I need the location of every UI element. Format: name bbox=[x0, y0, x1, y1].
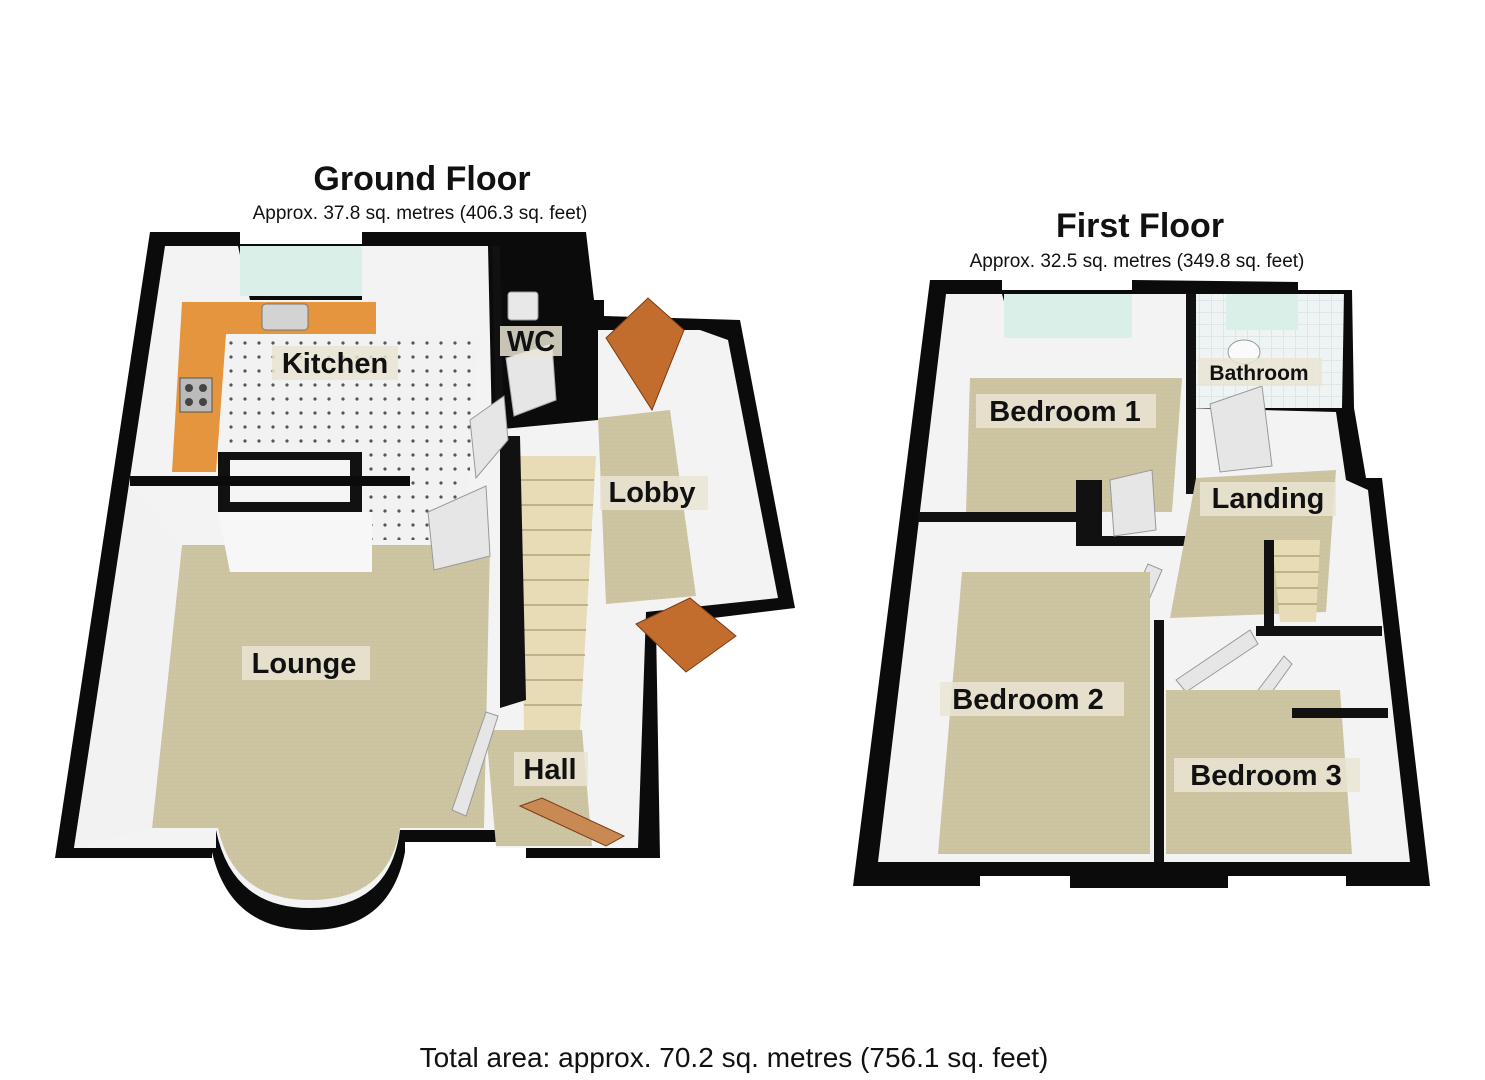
bedroom1-window bbox=[1004, 294, 1132, 338]
room-label-kitchen: Kitchen bbox=[282, 348, 388, 380]
hob-ring-icon bbox=[199, 384, 207, 392]
bathroom-label-bg bbox=[1198, 358, 1322, 386]
room-label-bedroom1: Bedroom 1 bbox=[989, 396, 1140, 428]
kitchen-lounge-wall bbox=[130, 476, 410, 486]
wc-wall bbox=[492, 246, 504, 430]
kitchen-sink bbox=[261, 303, 309, 331]
hall-label-bg bbox=[514, 752, 588, 786]
bathroom-window bbox=[1226, 294, 1298, 330]
lobby-side-door bbox=[635, 597, 737, 673]
bedroom3-label-bg bbox=[1174, 758, 1360, 792]
room-label-bathroom: Bathroom bbox=[1209, 362, 1308, 385]
room-label-bedroom2: Bedroom 2 bbox=[952, 684, 1103, 716]
stairs-ground bbox=[520, 456, 596, 730]
bedroom1-door bbox=[1109, 469, 1157, 537]
stair-wall bbox=[500, 436, 526, 708]
lounge-chimney-face bbox=[218, 512, 372, 572]
room-label-hall: Hall bbox=[523, 754, 576, 786]
bedroom2-label-bg bbox=[940, 682, 1124, 716]
room-label-lobby: Lobby bbox=[609, 477, 696, 509]
ground-floor-area: Approx. 37.8 sq. metres (406.3 sq. feet) bbox=[253, 203, 588, 224]
kitchen-label-bg bbox=[272, 346, 398, 380]
ground-floor-plan bbox=[55, 232, 795, 930]
hall-front-door bbox=[518, 797, 626, 847]
first-floor-title: First Floor bbox=[1056, 207, 1224, 245]
hob-ring-icon bbox=[199, 398, 207, 406]
kitchen-door bbox=[427, 485, 491, 571]
bathroom-door bbox=[1209, 385, 1273, 473]
stair-treads-first bbox=[1273, 555, 1320, 605]
first-floor-plan bbox=[853, 280, 1430, 888]
room-label-landing: Landing bbox=[1212, 483, 1325, 515]
stair-treads bbox=[520, 479, 594, 706]
bedroom3-cupboard-wall-2 bbox=[1256, 626, 1382, 636]
first-floor-area: Approx. 32.5 sq. metres (349.8 sq. feet) bbox=[970, 251, 1305, 272]
hob-ring-icon bbox=[185, 398, 193, 406]
ground-floor-title: Ground Floor bbox=[313, 160, 530, 198]
kitchen-window bbox=[240, 246, 362, 296]
room-label-lounge: Lounge bbox=[252, 648, 357, 680]
bedroom-divider-wall bbox=[918, 512, 1078, 522]
stairs-first bbox=[1272, 540, 1320, 622]
wc-label-bg bbox=[500, 326, 562, 356]
bedroom1-wall-right bbox=[1186, 294, 1196, 494]
lounge-floor bbox=[152, 545, 490, 900]
kitchen-hob bbox=[179, 377, 213, 413]
landing-label-bg bbox=[1200, 482, 1336, 516]
hob-ring-icon bbox=[185, 384, 193, 392]
bedroom3-cupboard-wall bbox=[1292, 708, 1388, 718]
bedroom2-3-wall bbox=[1154, 620, 1164, 862]
bedroom1-label-bg bbox=[976, 394, 1156, 428]
kitchen-door-2 bbox=[469, 395, 509, 480]
room-label-wc: WC bbox=[507, 326, 555, 358]
landing-stair-wall bbox=[1264, 540, 1274, 632]
bedroom3-door bbox=[1175, 629, 1259, 693]
total-area: Total area: approx. 70.2 sq. metres (756… bbox=[420, 1042, 1049, 1073]
lounge-label-bg bbox=[242, 646, 370, 680]
lobby-label-bg bbox=[600, 476, 708, 510]
kitchen-worktop bbox=[172, 302, 376, 472]
lounge-door bbox=[451, 711, 499, 817]
room-label-bedroom3: Bedroom 3 bbox=[1190, 760, 1341, 792]
lobby-front-door bbox=[605, 297, 685, 412]
wc-toilet bbox=[507, 291, 539, 321]
lounge-wall-face-left bbox=[74, 486, 182, 848]
